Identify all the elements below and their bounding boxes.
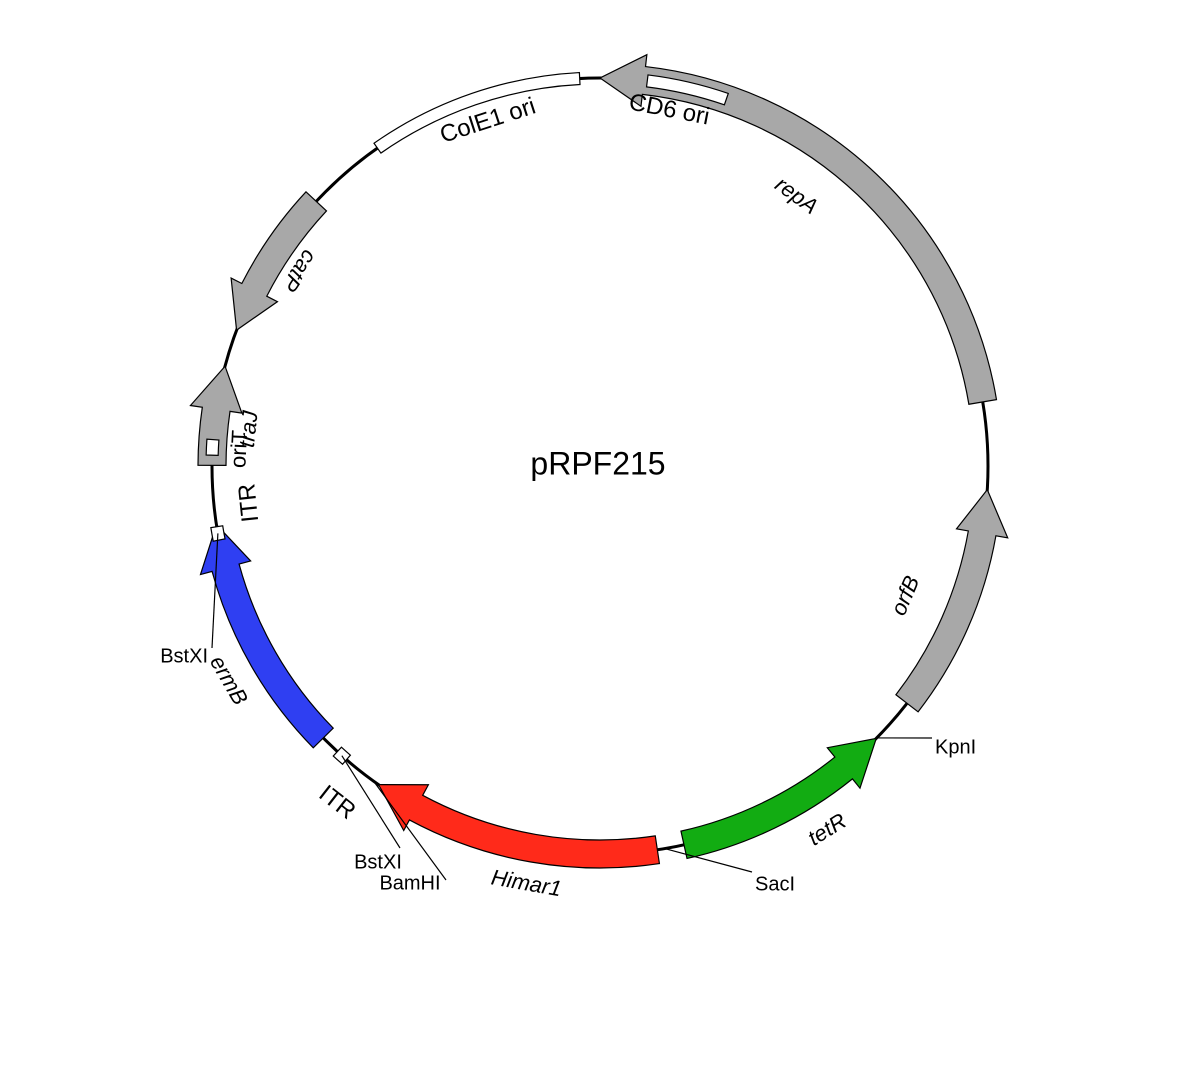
feature-cd6 xyxy=(645,74,730,106)
feature-label-repa: repA xyxy=(771,171,823,219)
features-layer xyxy=(189,53,1009,869)
site-line-bamhi xyxy=(373,780,447,881)
feature-traj xyxy=(189,365,243,466)
feature-label-tetr: tetR xyxy=(803,808,851,851)
site-line-saci xyxy=(664,847,753,873)
site-label-kpni: KpnI xyxy=(935,736,976,758)
feature-tetr xyxy=(680,737,878,860)
feature-itr2 xyxy=(332,746,352,766)
feature-himar1 xyxy=(377,784,661,869)
site-label-bstxi-1: BstXI xyxy=(160,645,208,667)
feature-ermb xyxy=(199,523,335,749)
site-label-bamhi: BamHI xyxy=(379,872,440,894)
feature-label-orfb: orfB xyxy=(886,572,925,619)
feature-label-traj: traJ xyxy=(234,409,263,449)
plasmid-name: pRPF215 xyxy=(530,445,665,481)
feature-label-himar1: Himar1 xyxy=(489,864,563,901)
feature-orit xyxy=(205,438,220,456)
feature-cole1 xyxy=(373,71,581,154)
feature-label-ermb: ermB xyxy=(205,651,253,709)
site-line-bstxi-1 xyxy=(211,533,219,649)
site-line-bstxi-2 xyxy=(341,755,401,849)
site-label-bstxi-2: BstXI xyxy=(354,851,402,873)
feature-repa xyxy=(598,53,998,405)
feature-label-itr2: ITR xyxy=(314,780,361,825)
feature-label-itr1: ITR xyxy=(233,482,264,523)
feature-catp xyxy=(230,190,328,332)
site-label-saci: SacI xyxy=(755,873,795,895)
feature-label-orit: oriT xyxy=(225,429,252,468)
feature-orfb xyxy=(895,488,1009,713)
